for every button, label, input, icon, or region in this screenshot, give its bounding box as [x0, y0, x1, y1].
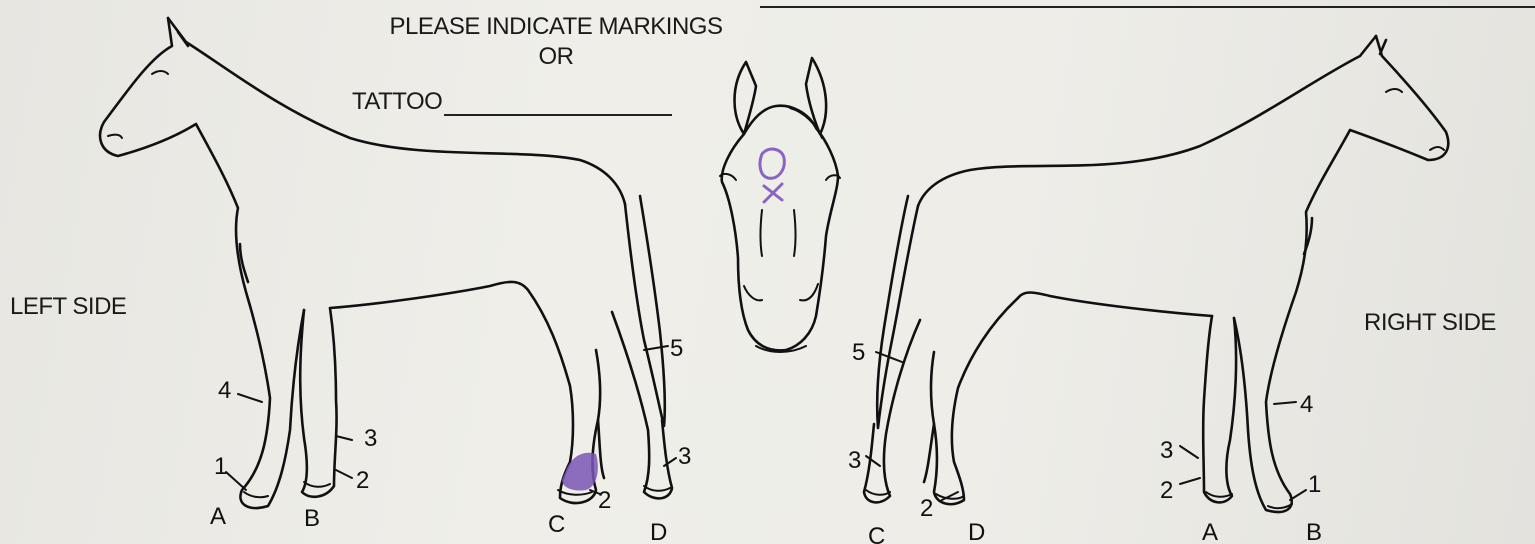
region-number: 4 [218, 377, 231, 404]
leg-letter: A [210, 503, 226, 530]
left-horse-outline[interactable] [100, 18, 672, 508]
region-number: 2 [356, 467, 369, 494]
region-number: 3 [848, 447, 861, 474]
right-horse-outline[interactable] [864, 36, 1448, 512]
region-number: 5 [852, 339, 865, 366]
region-number: 3 [678, 443, 691, 470]
region-number: 3 [364, 425, 377, 452]
region-number: 5 [670, 335, 683, 362]
region-number: 3 [1160, 437, 1173, 464]
horse-head-front-outline[interactable] [720, 58, 840, 352]
region-number: 1 [214, 453, 227, 480]
region-number: 1 [1308, 471, 1321, 498]
right-horse-labels: C D A B 5 3 2 3 2 4 1 [848, 339, 1322, 544]
region-number: 2 [598, 487, 611, 514]
leg-letter: B [304, 505, 320, 532]
leg-letter: A [1202, 519, 1218, 544]
region-number: 2 [1160, 477, 1173, 504]
leg-letter: D [968, 519, 985, 544]
leg-letter: C [548, 511, 565, 538]
leg-letter: D [650, 519, 667, 544]
left-hind-leg-marking [562, 453, 598, 491]
region-number: 2 [920, 495, 933, 522]
region-number: 4 [1300, 391, 1313, 418]
leg-letter: B [1306, 519, 1322, 544]
left-horse-labels: A B C D 1 2 3 4 2 3 5 [210, 335, 691, 544]
leg-letter: C [868, 523, 885, 544]
head-marking [760, 149, 784, 202]
